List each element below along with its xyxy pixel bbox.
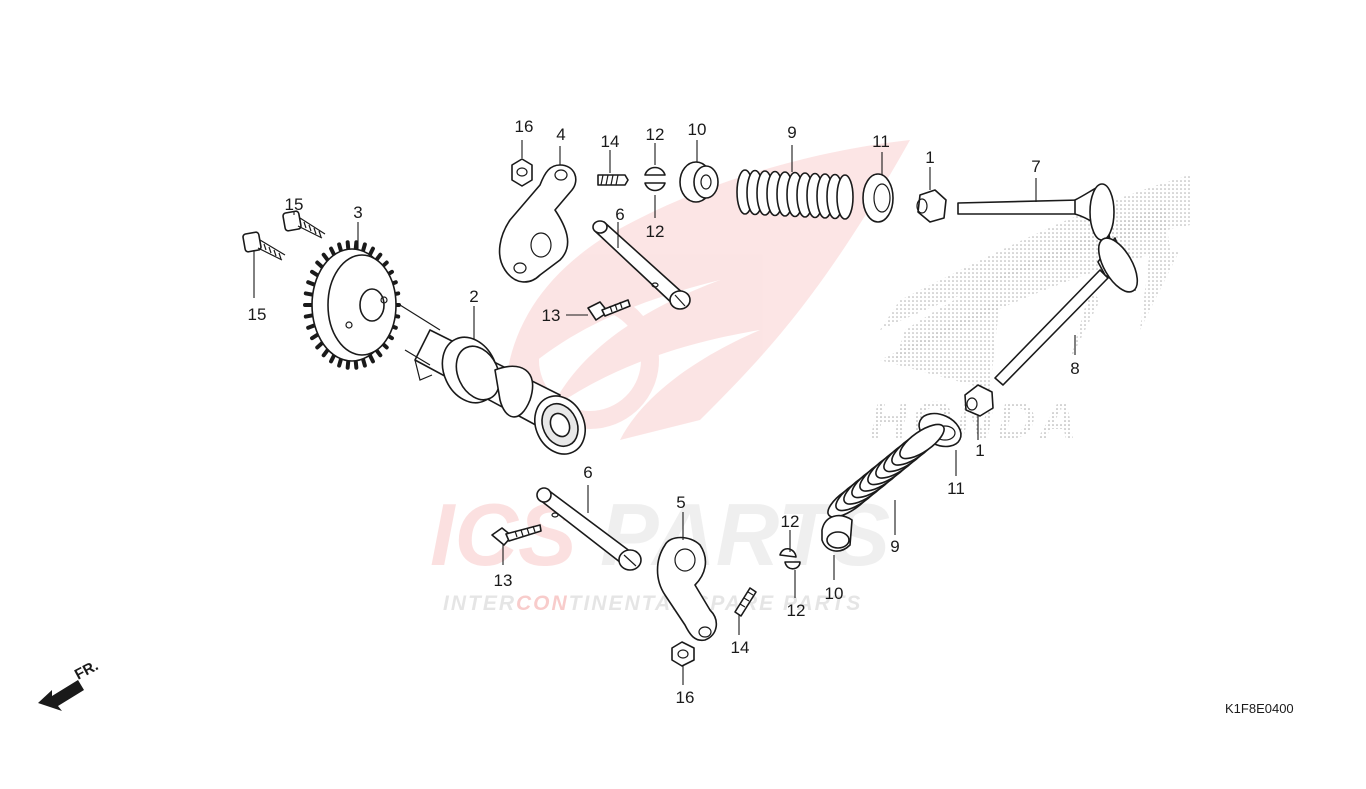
callout: 9 <box>890 537 899 556</box>
callout: 7 <box>1031 157 1040 176</box>
part-1-retainer-lower[interactable] <box>964 384 994 417</box>
gear-tooth <box>345 358 351 370</box>
callout: 16 <box>515 117 534 136</box>
tagline-part-a: INTER <box>443 592 516 615</box>
gear-tooth <box>360 242 367 254</box>
callout-labels: 16 4 14 12 12 10 9 11 1 7 15 3 6 15 2 13… <box>248 117 1080 707</box>
callout: 15 <box>248 305 267 324</box>
gear-tooth <box>360 356 367 368</box>
part-6-rocker-shaft-lower[interactable] <box>536 487 642 571</box>
callout: 1 <box>975 441 984 460</box>
tagline-part-b: CON <box>516 592 569 615</box>
gear-tooth <box>310 332 320 341</box>
part-16-nut-upper[interactable] <box>511 158 533 187</box>
svg-text:INTERCONTINENTAL SPARE PARTS: INTERCONTINENTAL SPARE PARTS <box>443 592 862 615</box>
part-12-cotter-upper[interactable] <box>644 166 666 192</box>
callout: 6 <box>583 463 592 482</box>
gear-tooth <box>321 347 330 358</box>
part-4-rocker-arm-upper[interactable] <box>498 164 577 283</box>
callout: 11 <box>947 479 965 498</box>
callout: 12 <box>781 512 800 531</box>
callout: 11 <box>872 132 890 151</box>
callout: 14 <box>601 132 620 151</box>
watermark-tagline: INTERCONTINENTAL SPARE PARTS <box>443 592 862 615</box>
callout: 1 <box>925 148 934 167</box>
spring-coil <box>899 423 945 460</box>
callout: 6 <box>615 205 624 224</box>
arrow-left-icon <box>38 680 84 711</box>
callout: 16 <box>676 688 695 707</box>
gear-tooth <box>303 313 315 319</box>
part-13-bolt-lower[interactable] <box>491 524 542 546</box>
callout: 13 <box>494 571 513 590</box>
callout: 9 <box>787 123 796 142</box>
gear-tooth <box>315 340 325 350</box>
part-15-bolt-upper[interactable] <box>282 210 326 239</box>
gear-tooth <box>337 242 344 254</box>
part-13-bolt-upper[interactable] <box>587 299 631 321</box>
part-5-rocker-arm-lower[interactable] <box>656 536 718 642</box>
part-10-valve-seal-upper[interactable] <box>679 161 719 203</box>
part-15-bolt-lower[interactable] <box>242 231 286 261</box>
gear-tooth <box>345 240 351 252</box>
callout: 4 <box>556 125 565 144</box>
callout: 12 <box>787 601 806 620</box>
part-10-valve-seal-lower[interactable] <box>821 514 853 552</box>
part-14-adjust-screw-upper[interactable] <box>597 174 629 186</box>
gear-tooth <box>306 323 317 330</box>
front-direction-marker: FR. <box>38 657 101 711</box>
part-11-spring-seat-upper[interactable] <box>862 173 894 223</box>
callout: 10 <box>688 120 707 139</box>
callout: 13 <box>542 306 561 325</box>
part-7-valve-intake[interactable] <box>957 183 1115 241</box>
callout: 12 <box>646 222 665 241</box>
gear-tooth <box>315 260 325 270</box>
part-16-nut-lower[interactable] <box>671 641 695 667</box>
part-9-valve-spring-lower[interactable] <box>823 418 949 523</box>
gear-tooth <box>353 240 359 252</box>
callout: 5 <box>676 493 685 512</box>
gear-tooth <box>321 252 330 263</box>
gear-tooth <box>337 356 344 368</box>
gear-tooth <box>303 291 315 297</box>
gear-tooth <box>329 246 337 257</box>
gear-tooth <box>367 246 375 257</box>
part-2-camshaft[interactable] <box>399 304 594 462</box>
callout: 3 <box>353 203 362 222</box>
callout: 2 <box>469 287 478 306</box>
spring-coil <box>836 174 854 220</box>
tagline-part-c: TINENTAL SPARE PARTS <box>569 592 863 615</box>
part-1-retainer-upper[interactable] <box>916 189 947 223</box>
callout: 10 <box>825 584 844 603</box>
gear-tooth <box>353 358 359 370</box>
callout: 15 <box>285 195 304 214</box>
callout: 8 <box>1070 359 1079 378</box>
gear-tooth <box>310 269 320 278</box>
diagram-code: K1F8E0400 <box>1225 701 1294 716</box>
part-8-valve-exhaust[interactable] <box>994 232 1145 386</box>
front-label: FR. <box>72 657 101 683</box>
gear-tooth <box>306 280 317 287</box>
leader-lines <box>253 140 1076 685</box>
part-9-valve-spring-upper[interactable] <box>736 169 854 220</box>
part-14-adjust-screw-lower[interactable] <box>734 587 757 617</box>
gear-tooth <box>329 353 337 364</box>
callout: 14 <box>731 638 750 657</box>
part-3-cam-sprocket[interactable] <box>303 240 401 370</box>
callout: 12 <box>646 125 665 144</box>
gear-tooth <box>367 353 375 364</box>
